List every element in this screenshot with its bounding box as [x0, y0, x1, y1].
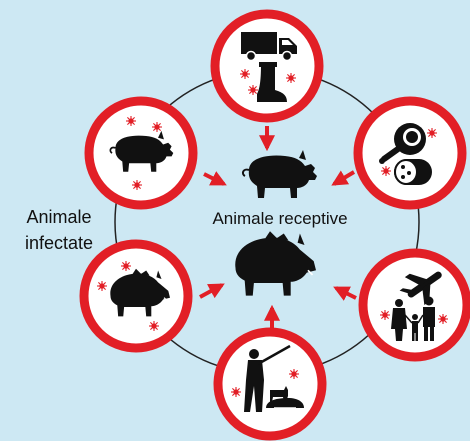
sausage-icon	[394, 159, 432, 185]
virus-icon	[240, 69, 250, 79]
virus-icon	[427, 128, 437, 138]
infected-wild-boar-circle	[84, 244, 188, 348]
virus-icon	[289, 369, 299, 379]
infected-label-line2: infectate	[4, 230, 114, 256]
virus-icon	[97, 281, 107, 291]
receptive-domestic-pig-icon	[243, 150, 317, 198]
source-travel-circle	[363, 253, 467, 357]
virus-icon	[286, 73, 296, 83]
virus-icon	[231, 387, 241, 397]
virus-icon	[380, 310, 390, 320]
virus-icon	[248, 85, 258, 95]
receptive-animals-label: Animale receptive	[190, 206, 370, 232]
source-hunting-circle	[218, 332, 322, 436]
infected-label-line1: Animale	[4, 204, 114, 230]
virus-icon	[126, 116, 136, 126]
virus-icon	[121, 261, 131, 271]
virus-icon	[152, 122, 162, 132]
arrow-from-left-top	[204, 174, 224, 184]
arrow-from-right	[336, 288, 356, 298]
infected-animals-label: Animale infectate	[4, 204, 114, 256]
virus-icon	[149, 321, 159, 331]
source-meat-circle	[358, 101, 462, 205]
source-transport-circle	[215, 14, 319, 118]
virus-icon	[438, 314, 448, 324]
receptive-wild-boar-icon	[235, 231, 316, 295]
virus-icon	[381, 166, 391, 176]
arrow-from-top-right	[334, 172, 354, 184]
infected-domestic-pig-circle	[89, 101, 193, 205]
arrow-from-left-bottom	[200, 285, 222, 297]
virus-icon	[132, 180, 142, 190]
